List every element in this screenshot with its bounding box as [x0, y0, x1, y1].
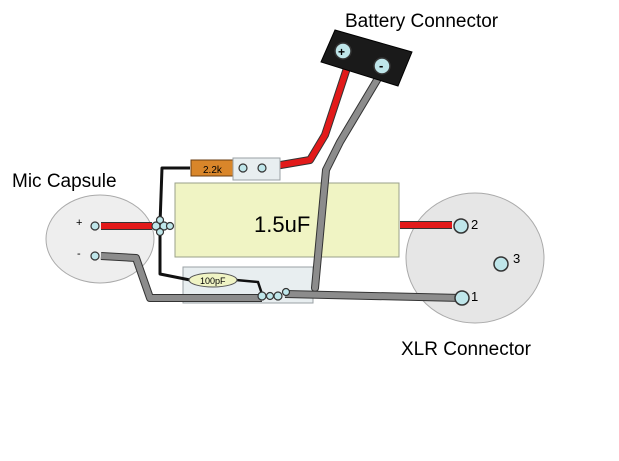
battery-minus-terminal — [373, 57, 391, 75]
capsule-plus-terminal — [90, 221, 100, 231]
resistor-terminal — [238, 163, 248, 173]
capacitor-large-body — [174, 182, 400, 258]
xlr-pin-1 — [454, 290, 470, 306]
board-terminal — [273, 291, 283, 301]
xlr-pin-1-label: 1 — [471, 289, 478, 304]
xlr-pin-3 — [493, 256, 509, 272]
battery-connector-title: Battery Connector — [345, 11, 499, 32]
xlr-pin-3-label: 3 — [513, 251, 520, 266]
board-terminal — [281, 287, 291, 297]
junction-terminal — [155, 215, 165, 225]
resistor-label: 2.2k — [203, 165, 223, 176]
mic-capsule-title: Mic Capsule — [12, 171, 117, 192]
xlr-pin-2 — [453, 218, 469, 234]
battery-plus-label: + — [338, 45, 345, 59]
capsule-plus-label: + — [76, 217, 82, 229]
capsule-minus-terminal — [90, 251, 100, 261]
board-terminal — [265, 291, 275, 301]
capacitor-large-label: 1.5uF — [254, 212, 310, 237]
capsule-minus-label: - — [77, 248, 81, 260]
capacitor-small-body — [188, 272, 238, 288]
capsule-signal-wire — [158, 228, 191, 282]
battery-minus-label: - — [379, 58, 383, 73]
battery-connector-body — [320, 29, 413, 87]
battery-plus-terminal — [334, 42, 352, 60]
xlr-pin-2-label: 2 — [471, 217, 478, 232]
junction-terminal — [155, 227, 165, 237]
resistor-sleeve — [232, 157, 281, 181]
capacitor-small-label: 100pF — [200, 276, 226, 286]
board-internal-wire — [235, 278, 264, 295]
junction-terminal — [165, 221, 175, 231]
xlr-connector-title: XLR Connector — [401, 339, 532, 360]
board-terminal — [257, 291, 267, 301]
resistor-terminal — [257, 163, 267, 173]
resistor-lead-wire — [158, 166, 190, 225]
